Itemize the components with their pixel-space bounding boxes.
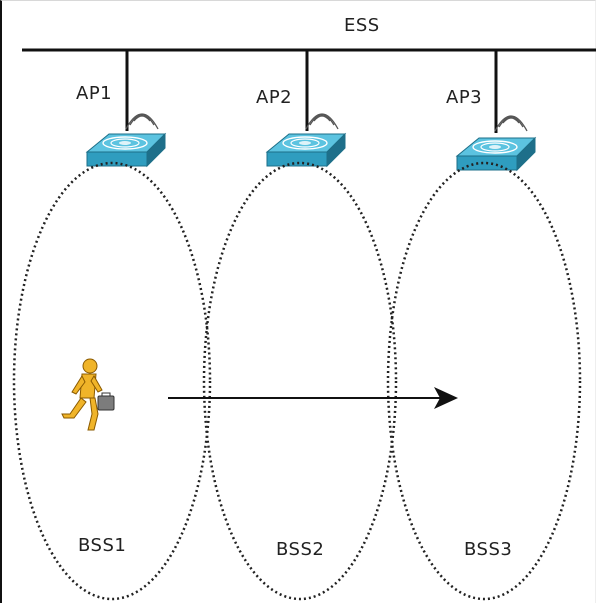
bss3-label: BSS3 bbox=[464, 539, 513, 560]
bss1-coverage bbox=[12, 161, 212, 601]
ap1-label: AP1 bbox=[76, 83, 113, 104]
bss3-coverage bbox=[386, 161, 582, 601]
ap3-signal-icon bbox=[494, 115, 528, 132]
walking-person-with-briefcase-icon bbox=[61, 358, 115, 431]
ap1-signal-icon bbox=[125, 113, 159, 130]
ap3-label: AP3 bbox=[446, 87, 483, 108]
bss1-label: BSS1 bbox=[78, 535, 127, 556]
ap2-signal-icon bbox=[305, 113, 339, 130]
bss2-coverage bbox=[202, 161, 398, 601]
ap2-label: AP2 bbox=[256, 87, 293, 108]
bss2-label: BSS2 bbox=[276, 539, 325, 560]
ap2-device-icon bbox=[266, 133, 346, 167]
ap1-device-icon bbox=[86, 133, 166, 167]
ess-label: ESS bbox=[344, 15, 380, 36]
movement-arrow-head bbox=[434, 387, 458, 409]
